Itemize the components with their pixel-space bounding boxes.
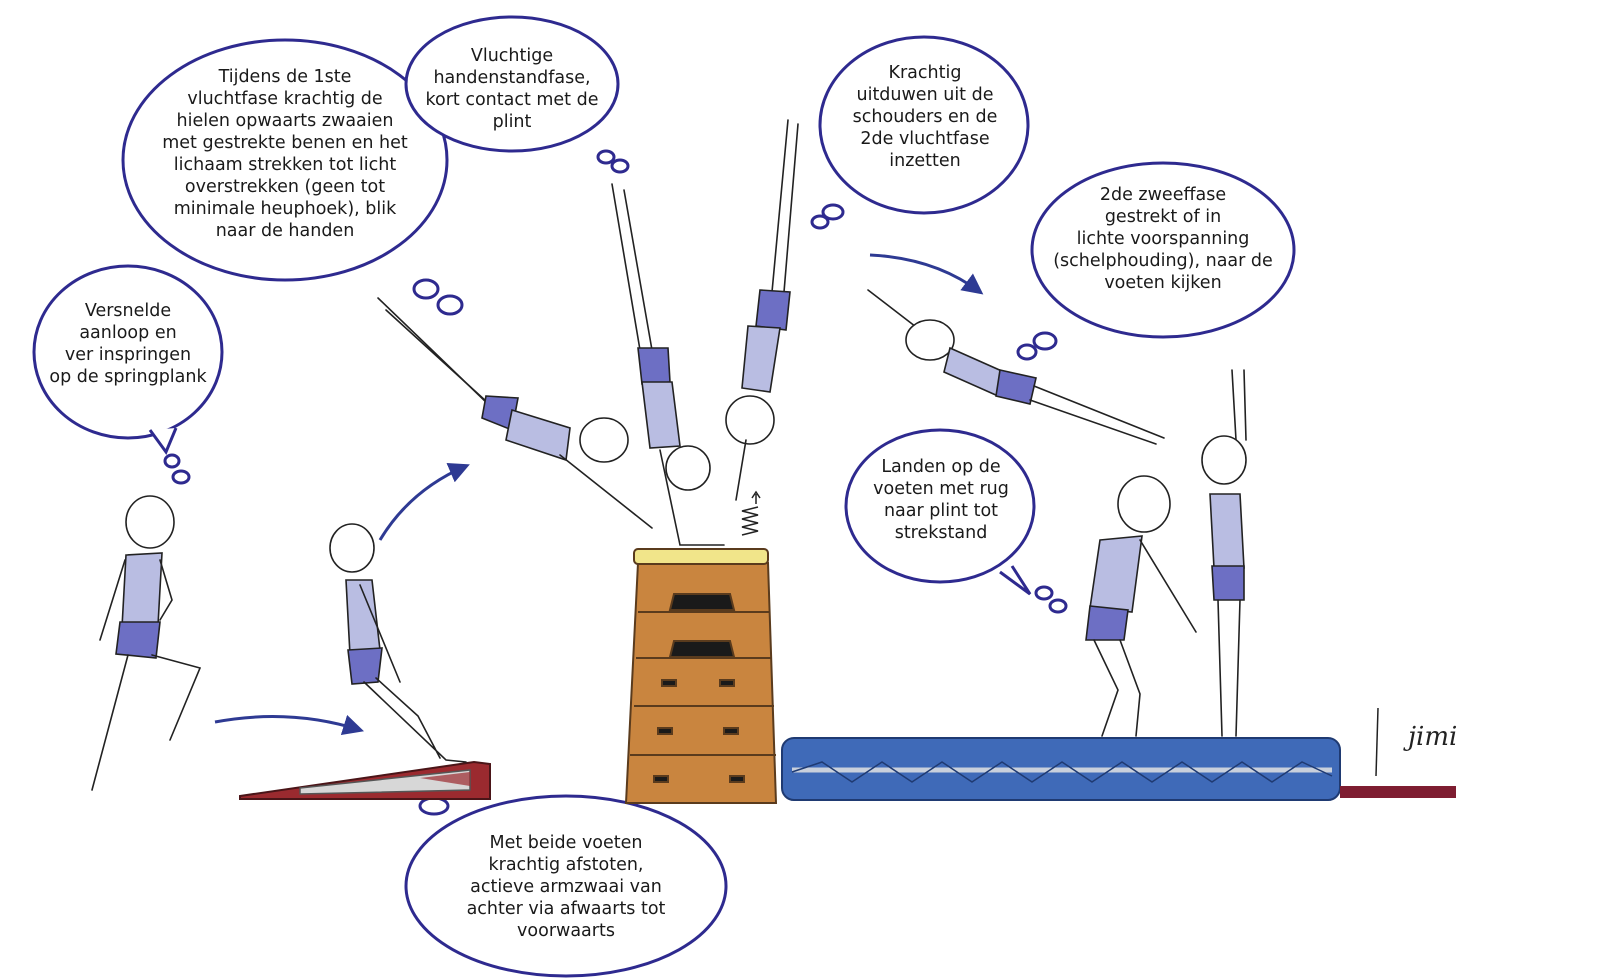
bubble-uitduwen xyxy=(810,35,1030,230)
bubble-landen xyxy=(844,428,1068,614)
gymnast-landing xyxy=(1085,475,1197,737)
gymnast-second-flight xyxy=(867,289,1165,445)
bubble-text-afstoten: Met beide voeten krachtig afstoten, acti… xyxy=(466,833,666,941)
bubble-vluchtfase1 xyxy=(121,38,464,316)
signature-mark xyxy=(1375,707,1379,777)
gymnast-push-off xyxy=(725,119,799,501)
bubble-text-zweeffase2: 2de zweeffase gestrekt of in lichte voor… xyxy=(1053,185,1273,293)
floor-strip xyxy=(1340,786,1456,798)
spring-icon xyxy=(741,490,761,536)
landing-mat xyxy=(781,737,1341,801)
gymnast-standing xyxy=(1201,369,1247,737)
gymnast-handstand xyxy=(611,183,725,546)
gymnast-first-flight xyxy=(377,297,653,529)
direction-arrows xyxy=(214,253,984,735)
arrow-flight xyxy=(869,253,984,295)
arrow-run xyxy=(214,714,365,735)
gymnast-takeoff xyxy=(329,523,467,763)
bubble-text-vluchtfase1: Tijdens de 1ste vluchtfase krachtig de h… xyxy=(162,67,408,241)
bubble-text-uitduwen: Krachtig uitduwen uit de schouders en de… xyxy=(852,63,998,171)
arrow-jump xyxy=(378,462,470,541)
bubble-handenstand xyxy=(404,15,630,174)
bubble-afstoten xyxy=(398,783,728,978)
bubble-text-landen: Landen op de voeten met rug naar plint t… xyxy=(873,457,1009,543)
bubble-text-aanloop: Versnelde aanloop en ver inspringen op d… xyxy=(49,301,207,387)
bubble-text-handenstand: Vluchtige handenstandfase, kort contact … xyxy=(425,46,599,132)
vaulting-box xyxy=(624,548,778,804)
artist-signature: jimi xyxy=(1408,722,1458,752)
springboard xyxy=(239,760,491,800)
bubble-zweeffase2 xyxy=(1016,161,1296,361)
gymnast-running xyxy=(91,495,202,791)
bubble-aanloop xyxy=(32,264,224,485)
